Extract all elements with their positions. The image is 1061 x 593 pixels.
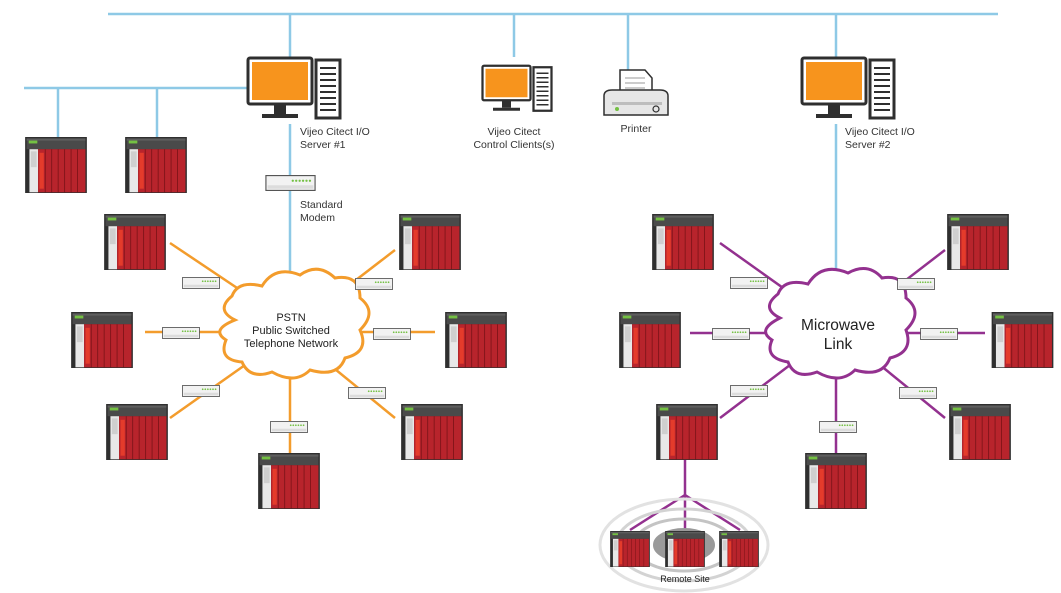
modem-icon [270,421,308,433]
plc-rack-icon [609,531,651,567]
plc-rack-icon [618,312,682,368]
plc-rack-icon [651,214,715,270]
modem-icon [712,328,750,340]
plc-rack-icon [24,137,88,193]
modem-icon [373,328,411,340]
plc-rack-icon [718,531,760,567]
plc-rack-icon [124,137,188,193]
plc-rack-icon [70,312,134,368]
modem-icon [182,385,220,397]
modem-icon [897,278,935,290]
modem-icon [730,277,768,289]
plc-rack-icon [804,453,868,509]
modem-icon [265,175,316,191]
plc-rack-icon [105,404,169,460]
plc-rack-icon [946,214,1010,270]
modem-icon [899,387,937,399]
printer-icon [603,69,669,116]
plc-rack-icon [400,404,464,460]
modem-icon [730,385,768,397]
plc-rack-icon [664,531,706,567]
plc-rack-icon [103,214,167,270]
plc-rack-icon [398,214,462,270]
plc-rack-icon [655,404,719,460]
plc-rack-icon [948,404,1012,460]
computer-icon [481,64,553,113]
plc-rack-icon [444,312,508,368]
network-bus [24,12,998,292]
modem-icon [819,421,857,433]
modem-icon [182,277,220,289]
modem-icon [162,327,200,339]
plc-rack-icon [257,453,321,509]
microwave-cloud [764,267,917,380]
modem-icon [920,328,958,340]
plc-rack-icon [991,312,1054,368]
modem-icon [348,387,386,399]
modem-icon [355,278,393,290]
pstn-cloud [218,267,371,380]
computer-icon [800,56,896,120]
computer-icon [246,56,342,120]
